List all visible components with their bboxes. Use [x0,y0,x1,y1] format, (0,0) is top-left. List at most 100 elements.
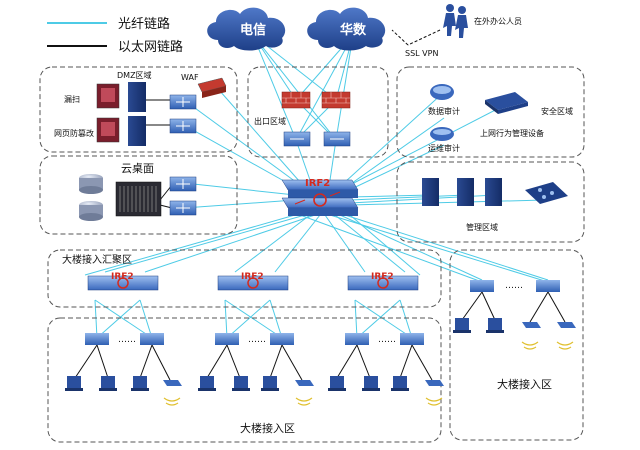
access-main-zone: …… …… …… 大楼接入区 [65,333,444,435]
core-irf-label: IRF2 [305,178,330,189]
pc-icon [362,376,380,391]
firewall-icon [321,91,351,109]
wireless-ap-icon [556,322,576,350]
router-icon [323,131,351,147]
zone-mgmt [396,161,585,243]
zones [39,66,585,443]
access-dots: …… [378,335,396,345]
pc-icon [486,318,504,333]
waf-label: WAF [181,73,199,82]
wireless-ap-icon [163,380,182,406]
data-audit-label: 数据审计 [428,106,460,116]
aggregation-zone: 大楼接入汇聚区 IRF2 IRF2 IRF2 [62,253,419,291]
ethernet-links [74,99,566,381]
rack-icon [525,182,568,204]
switch-icon [215,333,239,345]
agg-switch-stack: IRF2 [87,272,159,291]
pc-icon [453,318,471,333]
pc-icon [391,376,409,391]
server-icon [128,82,146,146]
irf-link-icon [247,277,259,289]
agg-switch-stack: IRF2 [347,272,419,291]
exit-zone: 出口区域 [254,91,351,147]
scanner-device-icon [96,83,120,109]
mgmt-label: 管理区域 [466,222,498,232]
wireless-ap-icon [295,380,314,406]
dmz-title: DMZ区域 [117,70,152,80]
switch-icon [169,200,197,216]
pc-icon [232,376,250,391]
switch-icon [470,280,494,292]
zone-access-main [47,317,442,443]
pc-icon [261,376,279,391]
desktop-label: 云桌面 [121,162,154,175]
legend: 光纤链路 以太网链路 [47,16,183,55]
access-main-label: 大楼接入区 [240,421,295,435]
cloud-huashu-label: 华数 [340,22,367,38]
security-title: 安全区域 [541,106,573,116]
desktop-zone: 云桌面 [79,162,197,221]
switch-icon [140,333,164,345]
zone-desktop [39,155,238,235]
dmz-zone: DMZ区域 WAF 漏扫 网页防篡改 [54,70,227,146]
switch-icon [345,333,369,345]
cloud-icon [207,7,286,51]
legend-ethernet-label: 以太网链路 [118,39,183,55]
switch-icon [169,118,197,134]
switch-icon [85,333,109,345]
exit-label: 出口区域 [254,116,286,126]
access-dots: …… [505,281,523,291]
agg-irf-label: IRF2 [111,272,134,282]
blade-server-icon [115,181,162,217]
cloud-huashu: 华数 [307,7,386,51]
zone-aggregation [47,249,442,308]
waf-device-icon [197,77,227,98]
ops-audit-icon [430,127,454,141]
server-icon [485,178,502,206]
remote-users: 在外办公人员 SSL VPN [391,4,522,58]
person-icon [443,4,468,38]
behavior-device-icon [485,92,528,114]
irf-link-icon [377,277,389,289]
access-right-zone: …… 大楼接入区 [453,280,576,391]
pc-icon [65,376,83,391]
storage-icon [79,174,103,194]
zone-exit [247,66,389,158]
pc-icon [328,376,346,391]
tamper-label: 网页防篡改 [54,128,94,138]
security-zone: 数据审计 运维审计 安全区域 上网行为管理设备 [428,84,573,153]
irf-link-icon [313,193,327,207]
zone-security [396,66,585,158]
wireless-ap-icon [521,322,541,350]
remote-label: 在外办公人员 [474,16,522,26]
pc-icon [99,376,117,391]
access-dots: …… [118,335,136,345]
wireless-ap-icon [425,380,444,406]
mgmt-zone: 管理区域 [422,178,568,232]
legend-fiber-label: 光纤链路 [118,16,170,32]
cloud-icon [307,7,386,51]
cloud-telecom: 电信 [207,7,286,51]
agg-irf-label: IRF2 [241,272,264,282]
switch-icon [169,94,197,110]
cloud-telecom-label: 电信 [240,22,266,38]
switch-icon [169,176,197,192]
switch-icon [536,280,560,292]
zone-access-right [449,249,584,441]
storage-icon [79,201,103,221]
access-dots: …… [248,335,266,345]
server-icon [457,178,474,206]
behavior-label: 上网行为管理设备 [480,128,544,138]
ops-audit-label: 运维审计 [428,143,460,153]
scan-label: 漏扫 [64,94,80,104]
core-switch-stack: IRF2 [281,178,359,216]
switch-icon [270,333,294,345]
irf-link-icon [117,277,129,289]
router-icon [283,131,311,147]
access-right-label: 大楼接入区 [497,377,552,391]
data-audit-icon [430,84,454,100]
server-icon [422,178,439,206]
tamper-device-icon [96,117,120,143]
agg-irf-label: IRF2 [371,272,394,282]
